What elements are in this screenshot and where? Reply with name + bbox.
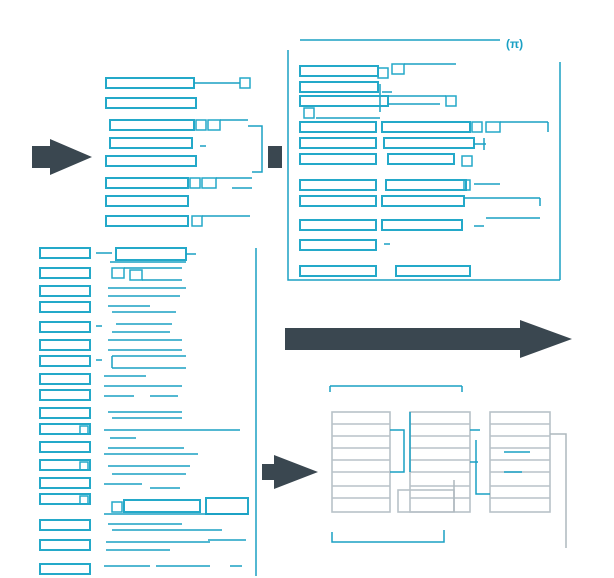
left-entry-arrow [32, 139, 92, 175]
center-small-arrow [268, 146, 282, 168]
lower-right-table [329, 385, 567, 548]
lower-left-form [39, 247, 257, 576]
corner-marker: (π) [506, 37, 523, 51]
bottom-arrow [262, 455, 318, 489]
upper-left-form [105, 77, 263, 227]
main-right-arrow [285, 320, 572, 358]
upper-right-form: (π) [287, 37, 561, 281]
